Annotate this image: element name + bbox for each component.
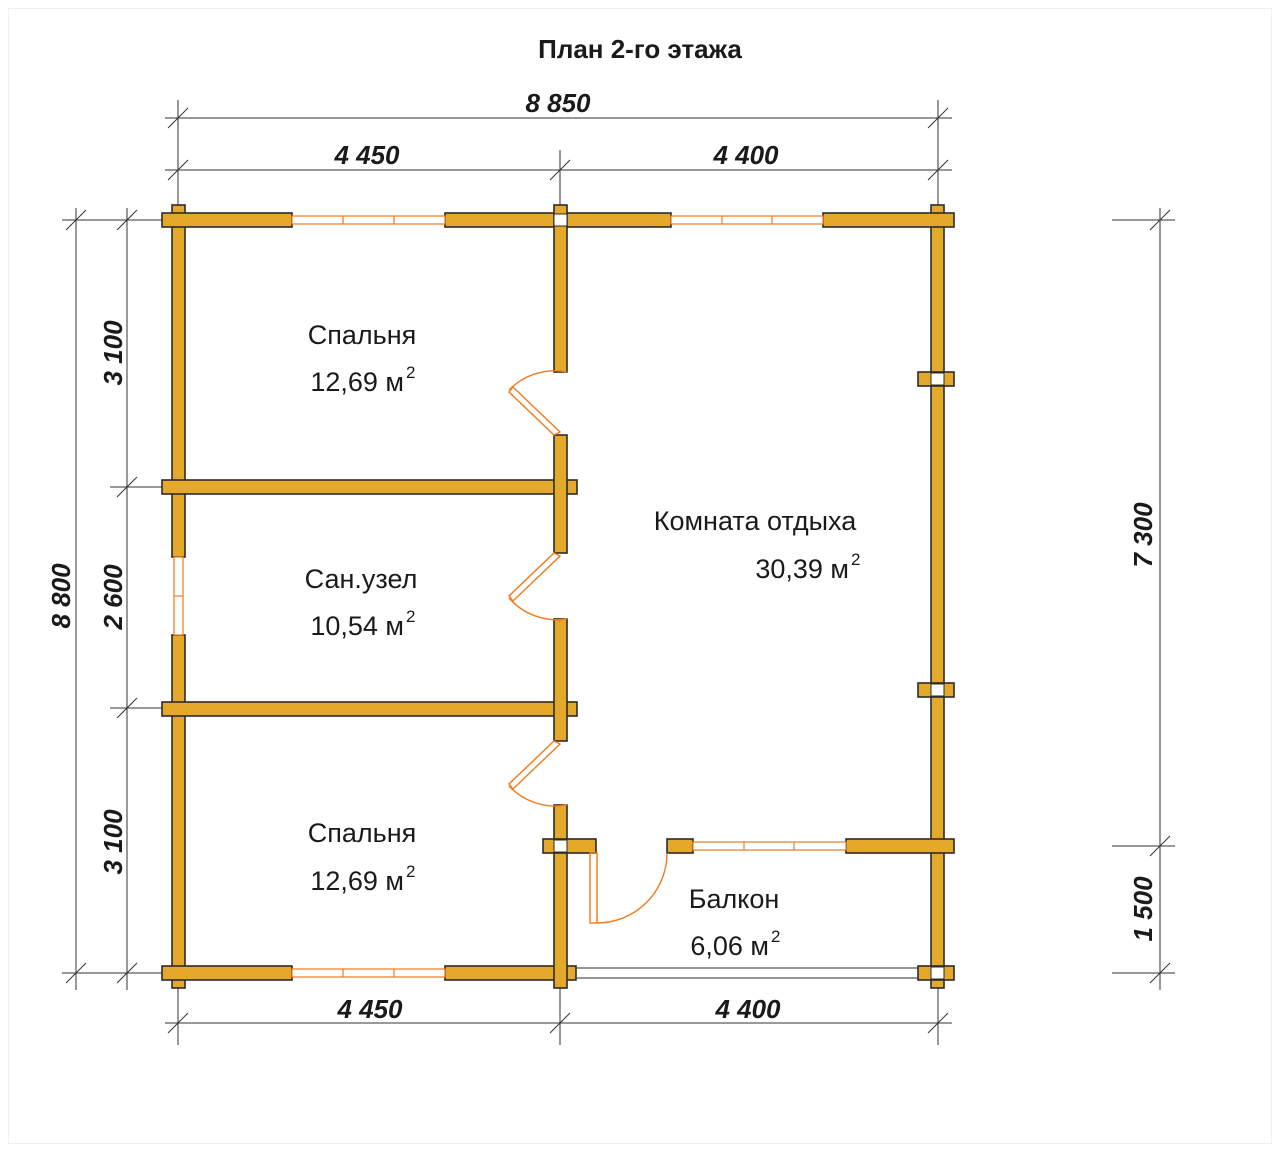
dim-left-total: 8 800 xyxy=(46,563,76,629)
room-bedroom-bottom: Спальня 12,69 м 2 xyxy=(308,818,417,896)
dim-top-total: 8 850 xyxy=(525,88,591,118)
door-bedroom-2 xyxy=(508,740,568,807)
dim-left-top: 3 100 xyxy=(98,320,128,386)
walls xyxy=(161,204,955,989)
window-balcony xyxy=(692,841,847,851)
doors xyxy=(508,370,668,924)
wall-balcony-mid xyxy=(666,838,694,854)
window-top-left xyxy=(291,215,446,225)
wall-balcony-right xyxy=(845,838,955,854)
page-frame xyxy=(8,8,1272,1144)
wall-top-3 xyxy=(822,212,955,228)
wall-partition-2 xyxy=(161,701,578,717)
wall-center-1 xyxy=(553,204,568,373)
wall-right xyxy=(930,204,945,989)
room-area-sup: 2 xyxy=(406,607,415,626)
dim-right-upper: 7 300 xyxy=(1128,502,1158,568)
room-area: 30,39 м xyxy=(755,554,849,584)
door-bedroom-1 xyxy=(508,370,568,436)
room-balcony: Балкон 6,06 м 2 xyxy=(689,884,781,961)
room-name: Спальня xyxy=(308,818,417,848)
room-area: 6,06 м xyxy=(690,931,769,961)
door-bathroom xyxy=(508,552,568,621)
dimension-lines xyxy=(62,100,1175,1045)
room-area-sup: 2 xyxy=(406,862,415,881)
room-name: Комната отдыха xyxy=(654,506,857,536)
door-balcony xyxy=(589,852,668,924)
room-area-sup: 2 xyxy=(851,550,860,569)
wall-partition-1 xyxy=(161,479,578,495)
wall-left-lower xyxy=(171,634,186,989)
wall-top-1 xyxy=(161,212,293,228)
window-bottom-left xyxy=(291,968,446,978)
room-bathroom: Сан.узел 10,54 м 2 xyxy=(305,564,418,641)
room-name: Спальня xyxy=(308,320,417,350)
wall-balcony-left xyxy=(542,838,597,854)
wall-center-2 xyxy=(553,434,568,554)
wall-center-3 xyxy=(553,618,568,742)
dim-top-right: 4 400 xyxy=(712,140,779,170)
room-area-sup: 2 xyxy=(406,363,415,382)
windows xyxy=(173,215,847,978)
wall-left-upper xyxy=(171,204,186,558)
dim-bottom-right: 4 400 xyxy=(714,994,781,1024)
dim-left-bottom: 3 100 xyxy=(98,809,128,875)
room-bedroom-top: Спальня 12,69 м 2 xyxy=(308,320,417,397)
dim-left-middle: 2 600 xyxy=(98,564,128,631)
room-living: Комната отдыха 30,39 м 2 xyxy=(654,506,861,584)
wall-center-4 xyxy=(553,804,568,989)
room-name: Балкон xyxy=(689,884,780,914)
dim-bottom-left: 4 450 xyxy=(336,994,403,1024)
window-bathroom xyxy=(173,556,184,636)
room-area: 12,69 м xyxy=(310,367,404,397)
room-name: Сан.узел xyxy=(305,564,418,594)
window-top-right xyxy=(670,215,824,225)
dim-right-lower: 1 500 xyxy=(1128,876,1158,942)
room-area-sup: 2 xyxy=(771,927,780,946)
wall-bottom-1 xyxy=(161,965,293,981)
dim-top-left: 4 450 xyxy=(333,140,400,170)
room-area: 10,54 м xyxy=(310,611,404,641)
plan-title: План 2-го этажа xyxy=(538,34,742,64)
room-area: 12,69 м xyxy=(310,866,404,896)
